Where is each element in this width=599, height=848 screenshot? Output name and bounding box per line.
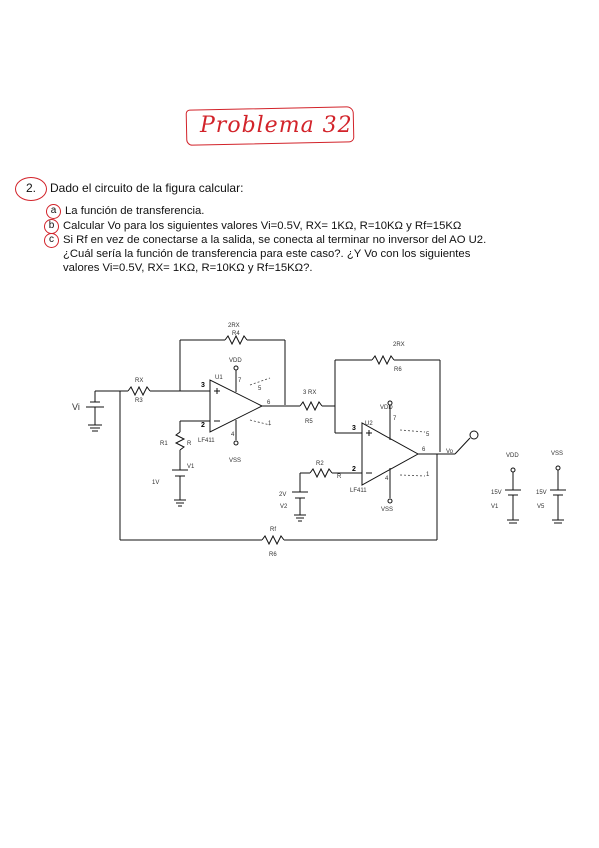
svg-text:V5: V5: [537, 504, 545, 510]
svg-text:6: 6: [422, 447, 426, 453]
svg-text:2V: 2V: [279, 492, 286, 498]
question-number: 2.: [26, 181, 37, 195]
item-c-line1: Si Rf en vez de conectarse a la salida, …: [63, 234, 487, 246]
svg-text:1: 1: [268, 421, 272, 427]
svg-text:6: 6: [267, 400, 271, 406]
svg-text:R5: R5: [305, 419, 313, 425]
question-text: Dado el circuito de la figura calcular:: [50, 181, 244, 195]
svg-text:7: 7: [393, 416, 397, 422]
svg-text:2RX: 2RX: [228, 323, 240, 329]
svg-text:LF411: LF411: [350, 488, 367, 494]
item-a-circle: a: [46, 204, 61, 219]
svg-text:R: R: [337, 474, 342, 480]
svg-text:VDD: VDD: [229, 358, 242, 364]
svg-text:4: 4: [231, 432, 235, 438]
item-c-circle: c: [44, 233, 59, 248]
svg-text:15V: 15V: [536, 490, 547, 496]
item-b-text: Calcular Vo para los siguientes valores …: [63, 220, 462, 232]
svg-text:R6: R6: [394, 367, 402, 373]
svg-text:LF411: LF411: [198, 438, 215, 444]
svg-text:R1: R1: [160, 441, 168, 447]
svg-text:2: 2: [201, 422, 205, 429]
question-number-circle: [15, 177, 47, 201]
svg-text:R3: R3: [135, 398, 143, 404]
svg-text:3: 3: [352, 425, 356, 432]
svg-text:U1: U1: [215, 375, 223, 381]
svg-text:VSS: VSS: [381, 507, 393, 513]
svg-text:3 RX: 3 RX: [303, 390, 316, 396]
svg-text:5: 5: [426, 432, 430, 438]
svg-text:2: 2: [352, 466, 356, 473]
svg-text:4: 4: [385, 476, 389, 482]
svg-text:R2: R2: [316, 461, 324, 467]
svg-text:2RX: 2RX: [393, 342, 405, 348]
svg-text:15V: 15V: [491, 490, 502, 496]
svg-text:VDD: VDD: [380, 405, 393, 411]
svg-text:V1: V1: [491, 504, 499, 510]
svg-text:Vo: Vo: [446, 449, 454, 455]
svg-text:R4: R4: [232, 331, 240, 337]
svg-text:Vi: Vi: [72, 402, 80, 412]
item-a-text: La función de transferencia.: [65, 205, 205, 217]
item-c-line2: ¿Cuál sería la función de transferencia …: [63, 248, 471, 260]
item-c-line3: valores Vi=0.5V, RX= 1KΩ, R=10KΩ y Rf=15…: [63, 262, 313, 274]
page-title: Problema 32: [200, 113, 353, 138]
svg-text:1: 1: [426, 472, 430, 478]
svg-text:VSS: VSS: [229, 458, 241, 464]
svg-text:RX: RX: [135, 378, 143, 384]
svg-text:R: R: [187, 441, 192, 447]
svg-text:1V: 1V: [152, 480, 159, 486]
svg-text:VDD: VDD: [506, 453, 519, 459]
svg-text:U2: U2: [365, 421, 373, 427]
svg-text:R6: R6: [269, 552, 277, 558]
svg-text:V1: V1: [187, 464, 195, 470]
svg-text:7: 7: [238, 378, 242, 384]
svg-text:Rf: Rf: [270, 527, 276, 533]
svg-text:3: 3: [201, 382, 205, 389]
svg-text:5: 5: [258, 386, 262, 392]
svg-text:V2: V2: [280, 504, 288, 510]
svg-text:VSS: VSS: [551, 451, 563, 457]
